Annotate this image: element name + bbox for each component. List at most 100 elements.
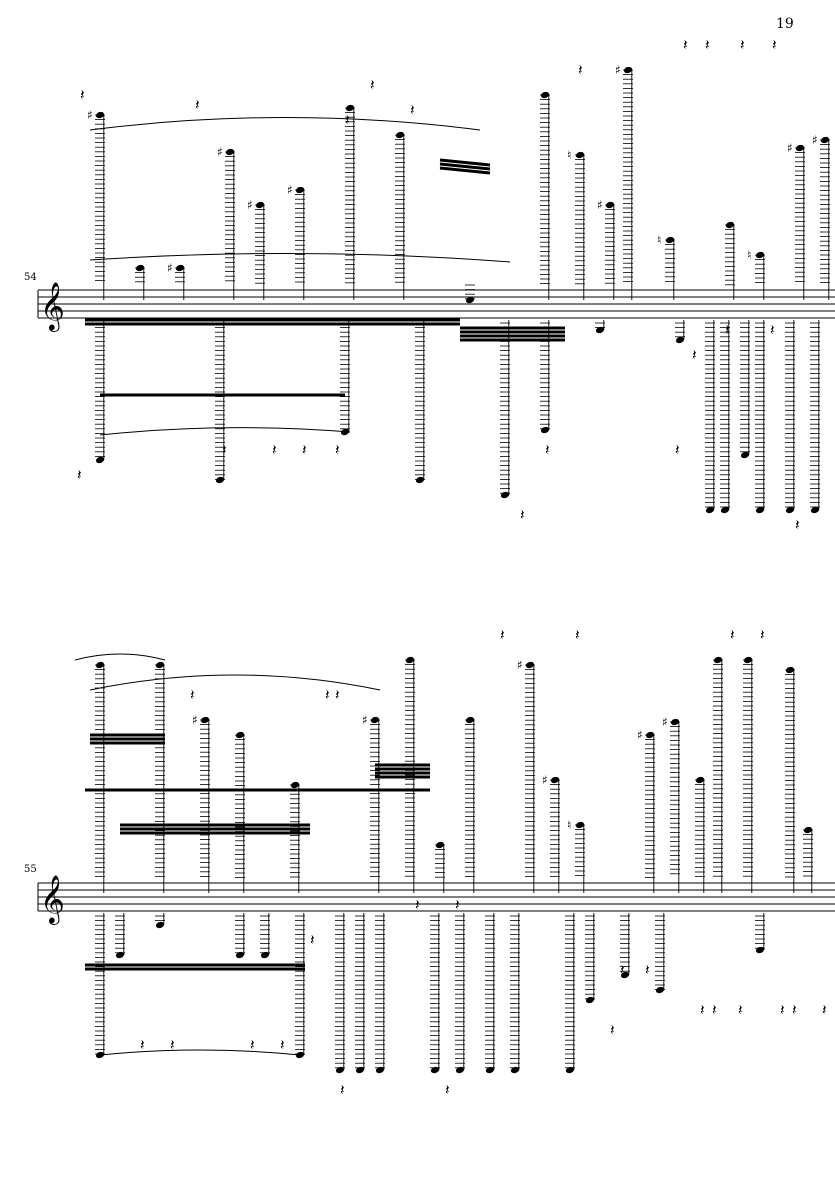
notehead	[713, 656, 723, 664]
page-number: 19	[776, 16, 794, 32]
quarter-rest: 𝄽	[340, 1081, 345, 1099]
notehead	[135, 264, 145, 272]
accidental: ♯	[167, 261, 173, 275]
notehead	[155, 921, 165, 929]
notehead	[215, 476, 225, 484]
beam	[439, 166, 491, 175]
notehead	[585, 996, 595, 1004]
accidental: ♯	[637, 728, 643, 742]
notehead	[95, 661, 105, 669]
quarter-rest: 𝄽	[545, 441, 550, 459]
notehead	[675, 336, 685, 344]
quarter-rest: 𝄽	[712, 1001, 717, 1019]
notehead	[695, 776, 705, 784]
notehead	[335, 1066, 345, 1074]
quarter-rest: 𝄽	[770, 321, 775, 339]
system-2: 𝄞♯♯♯♯♮♯♯𝄽𝄽𝄽𝄽𝄽𝄽𝄽𝄽𝄽𝄽𝄽𝄽𝄽𝄽𝄽𝄽𝄽𝄽𝄽𝄽𝄽𝄽𝄽𝄽𝄽	[37, 626, 835, 1099]
notehead	[465, 716, 475, 724]
accidental: ♮	[657, 233, 661, 247]
quarter-rest: 𝄽	[730, 626, 735, 644]
notehead	[255, 201, 265, 209]
quarter-rest: 𝄽	[760, 626, 765, 644]
accidental: ♯	[787, 141, 793, 155]
notehead	[755, 251, 765, 259]
quarter-rest: 𝄽	[222, 441, 227, 459]
notehead	[290, 781, 300, 789]
accidental: ♯	[542, 773, 548, 787]
quarter-rest: 𝄽	[310, 931, 315, 949]
notehead	[803, 826, 813, 834]
notehead	[540, 426, 550, 434]
quarter-rest: 𝄽	[410, 101, 415, 119]
quarter-rest: 𝄽	[370, 76, 375, 94]
notehead	[395, 131, 405, 139]
notehead	[550, 776, 560, 784]
notehead	[345, 104, 355, 112]
accidental: ♮	[567, 148, 571, 162]
accidental: ♯	[517, 658, 523, 672]
notehead	[810, 506, 820, 514]
quarter-rest: 𝄽	[740, 36, 745, 54]
accidental: ♯	[287, 183, 293, 197]
quarter-rest: 𝄽	[77, 466, 82, 484]
notehead	[415, 476, 425, 484]
quarter-rest: 𝄽	[445, 1081, 450, 1099]
notehead	[785, 506, 795, 514]
notehead	[175, 264, 185, 272]
notehead	[430, 1066, 440, 1074]
notehead	[785, 666, 795, 674]
accidental: ♮	[747, 248, 751, 262]
notehead	[485, 1066, 495, 1074]
quarter-rest: 𝄽	[725, 321, 730, 339]
quarter-rest: 𝄽	[700, 1001, 705, 1019]
quarter-rest: 𝄽	[738, 1001, 743, 1019]
measure-number-55: 55	[24, 864, 37, 875]
quarter-rest: 𝄽	[792, 1001, 797, 1019]
accidental: ♯	[87, 108, 93, 122]
system-1: 𝄞♯♯♯♯♯♮♯♯♮♮♯♯𝄽𝄽𝄽𝄽𝄽𝄽𝄽𝄽𝄽𝄽𝄽𝄽𝄽𝄽𝄽𝄽𝄽𝄽𝄽𝄽𝄽𝄽	[37, 36, 835, 534]
notehead	[375, 1066, 385, 1074]
notehead	[725, 221, 735, 229]
notehead	[595, 326, 605, 334]
quarter-rest: 𝄽	[335, 686, 340, 704]
quarter-rest: 𝄽	[272, 441, 277, 459]
quarter-rest: 𝄽	[325, 686, 330, 704]
quarter-rest: 𝄽	[170, 1036, 175, 1054]
quarter-rest: 𝄽	[520, 506, 525, 524]
quarter-rest: 𝄽	[645, 961, 650, 979]
notehead	[235, 951, 245, 959]
quarter-rest: 𝄽	[575, 626, 580, 644]
quarter-rest: 𝄽	[822, 1001, 827, 1019]
notehead	[820, 136, 830, 144]
notehead	[405, 656, 415, 664]
accidental: ♯	[615, 63, 621, 77]
notehead	[670, 718, 680, 726]
notehead	[645, 731, 655, 739]
quarter-rest: 𝄽	[80, 86, 85, 104]
quarter-rest: 𝄽	[683, 36, 688, 54]
quarter-rest: 𝄽	[610, 1021, 615, 1039]
notehead	[260, 951, 270, 959]
notehead	[115, 951, 125, 959]
notehead	[235, 731, 245, 739]
accidental: ♯	[662, 715, 668, 729]
notehead	[720, 506, 730, 514]
notehead	[225, 148, 235, 156]
accidental: ♮	[567, 818, 571, 832]
notehead	[500, 491, 510, 499]
quarter-rest: 𝄽	[620, 961, 625, 979]
accidental: ♯	[812, 133, 818, 147]
measure-number-54: 54	[24, 272, 37, 283]
quarter-rest: 𝄽	[455, 896, 460, 914]
quarter-rest: 𝄽	[692, 346, 697, 364]
notehead	[525, 661, 535, 669]
notehead	[620, 971, 630, 979]
tie-slur	[89, 117, 481, 131]
notehead	[295, 186, 305, 194]
notehead	[510, 1066, 520, 1074]
notehead	[755, 506, 765, 514]
quarter-rest: 𝄽	[250, 1036, 255, 1054]
quarter-rest: 𝄽	[335, 441, 340, 459]
quarter-rest: 𝄽	[705, 36, 710, 54]
